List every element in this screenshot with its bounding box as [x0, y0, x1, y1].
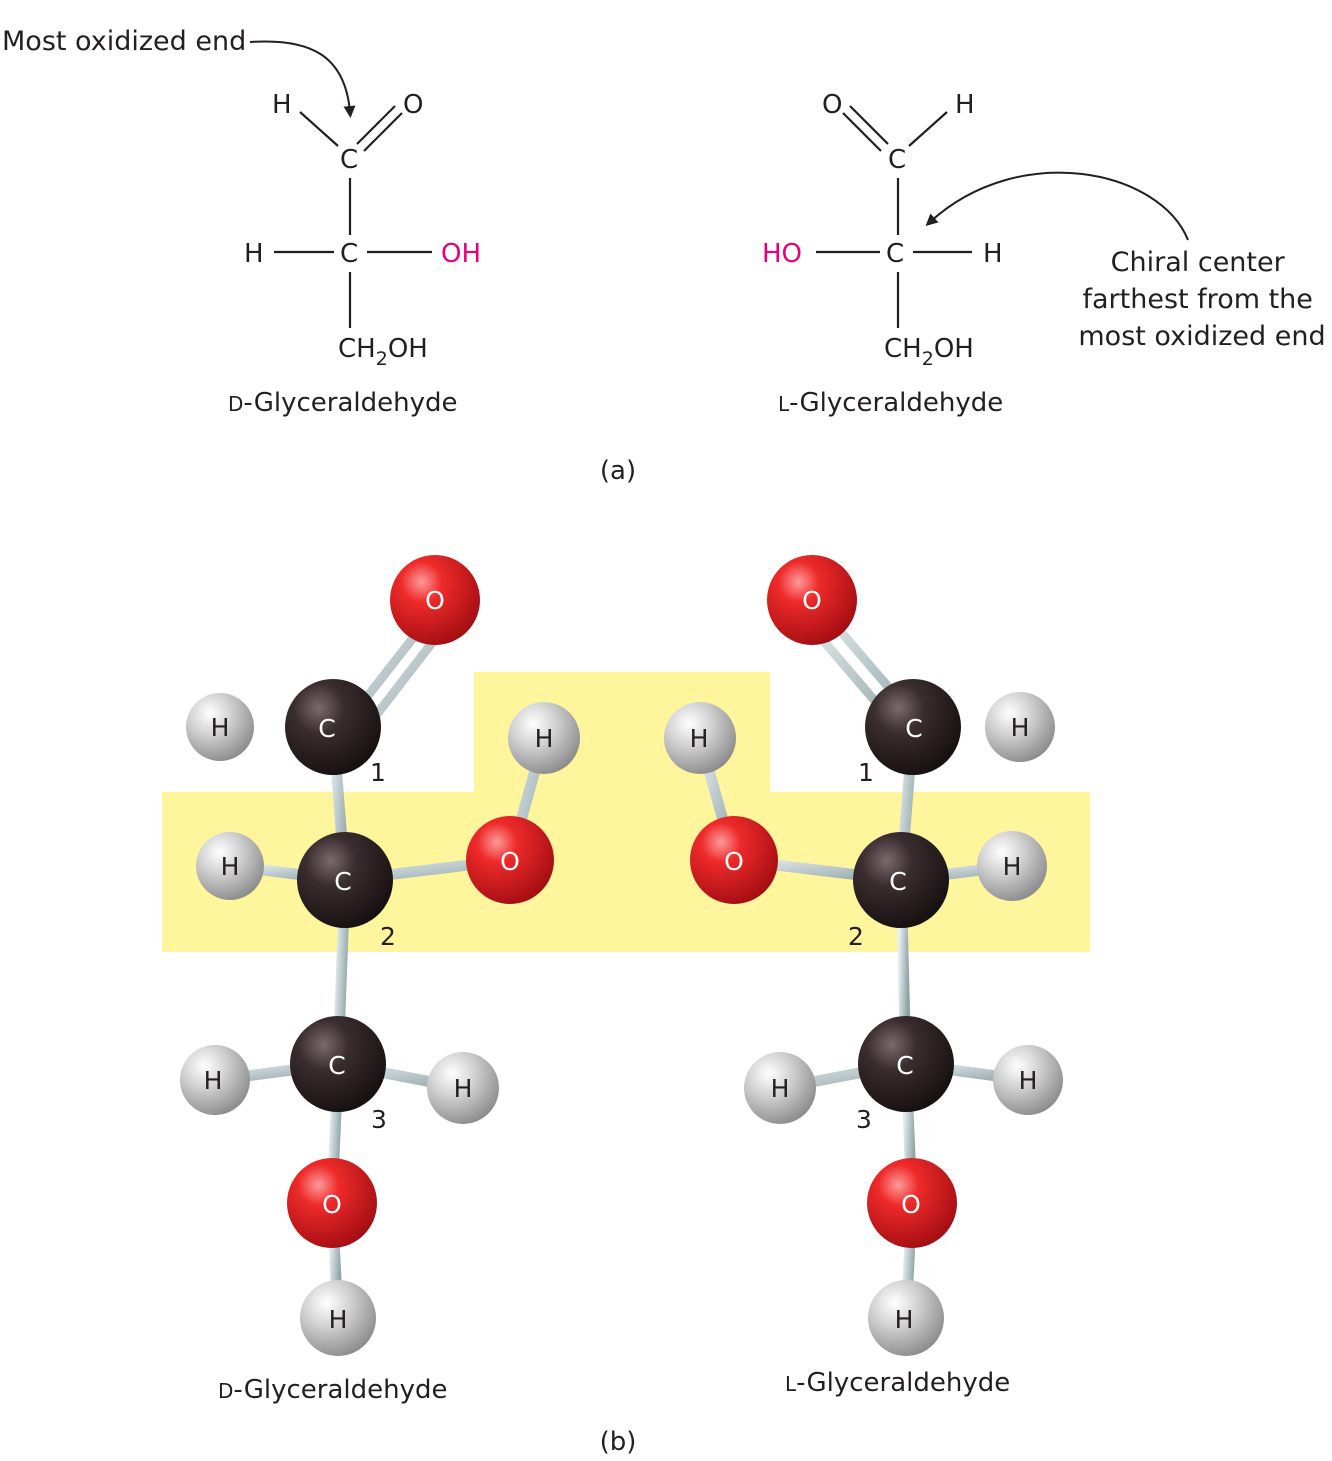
l-ball-c1 [865, 679, 961, 775]
d-caption-a: D-Glyceraldehyde [228, 388, 458, 418]
d-ball-o1-label: O [425, 586, 445, 615]
d-atom-ch2oh: CH2OH [338, 334, 428, 370]
l-ball-o2-label: O [724, 847, 744, 876]
d-ball-c2 [297, 832, 393, 928]
l-ball-o1 [767, 555, 857, 645]
l-ball-h3a-label: H [771, 1074, 790, 1103]
part-b-label: (b) [600, 1427, 637, 1457]
l-bond-h-c1 [908, 111, 948, 147]
l-ball-c3 [858, 1016, 954, 1112]
l-caption-b: L-Glyceraldehyde [785, 1368, 1010, 1398]
d-atom-oh: OH [441, 239, 481, 269]
l-ball-c2-label: C [889, 867, 906, 896]
d-ball-h3b-label: H [454, 1074, 473, 1103]
l-ball-h1 [985, 692, 1055, 762]
d-atom-c1: C [340, 145, 358, 175]
d-ball-h3a-label: H [204, 1066, 223, 1095]
d-ball-h2-label: H [221, 852, 240, 881]
d-ball-h-oh [508, 702, 580, 774]
l-ball-o1-label: O [802, 586, 822, 615]
d-number-3: 3 [371, 1105, 387, 1134]
d-ball-h1 [186, 693, 254, 761]
l-ball-o2 [690, 816, 778, 904]
l-ball-h-o3-label: H [895, 1305, 914, 1334]
d-ball-o2 [466, 816, 554, 904]
l-atom-o-top: O [822, 90, 842, 120]
l-ball-c3-label: C [896, 1051, 913, 1080]
part-a: Most oxidized end H O C H C OH CH2OH D-G… [2, 26, 1326, 486]
part-a-label: (a) [600, 456, 636, 486]
d-ball-c3-label: C [328, 1051, 345, 1080]
l-atom-ch2oh: CH2OH [884, 334, 974, 370]
l-caption-a: L-Glyceraldehyde [778, 388, 1003, 418]
d-ball-h3a [180, 1045, 250, 1115]
d-bond-c1-o-a [356, 105, 396, 145]
d-ball-o3-label: O [322, 1190, 342, 1219]
d-ball-h-o3-label: H [329, 1305, 348, 1334]
d-ball-h-o3 [300, 1280, 376, 1356]
l-ball-c1-label: C [905, 714, 922, 743]
l-number-2: 2 [848, 922, 864, 951]
l-atom-c1: C [888, 145, 906, 175]
d-number-1: 1 [370, 758, 386, 787]
d-ball-o2-label: O [500, 847, 520, 876]
l-ball-c2 [853, 832, 949, 928]
d-glyceraldehyde-fischer: H O C H C OH CH2OH D-Glyceraldehyde [228, 90, 481, 418]
l-model-atoms: O C 1 H H O C 2 H H C 3 H O [664, 555, 1063, 1356]
d-ball-c1 [285, 679, 381, 775]
l-ball-o3 [867, 1158, 957, 1248]
d-atom-c2: C [340, 239, 358, 269]
l-ball-h-o3 [868, 1280, 944, 1356]
d-ball-h2 [196, 832, 264, 900]
d-atom-h-top: H [272, 90, 292, 120]
d-ball-o1 [390, 555, 480, 645]
l-number-3: 3 [856, 1105, 872, 1134]
l-bond-o-c1-b [849, 105, 889, 145]
l-ball-h3b [993, 1045, 1063, 1115]
annotation-arrow-left [249, 40, 356, 118]
d-caption-b: D-Glyceraldehyde [218, 1375, 448, 1405]
l-glyceraldehyde-fischer: O H C HO C H CH2OH L-Glyceraldehyde [762, 90, 1003, 418]
d-ball-c2-label: C [334, 867, 351, 896]
l-atom-h-top: H [955, 90, 975, 120]
d-ball-o3 [287, 1158, 377, 1248]
l-atom-c2: C [886, 239, 904, 269]
d-number-2: 2 [380, 922, 396, 951]
d-bond-h-c1 [299, 111, 339, 147]
l-ball-h2 [977, 831, 1047, 901]
d-atom-h-left: H [244, 239, 264, 269]
l-ball-h-oh-label: H [690, 724, 709, 753]
d-bond-c1-o-b [363, 112, 403, 152]
l-ball-h3a [744, 1052, 816, 1124]
l-atom-ho: HO [762, 239, 802, 269]
annotation-arrow-right [925, 171, 1189, 241]
l-bond-o-c1-a [842, 112, 882, 152]
l-ball-h3b-label: H [1019, 1066, 1038, 1095]
l-ball-o3-label: O [901, 1190, 921, 1219]
d-atom-o-top: O [403, 90, 423, 120]
d-ball-c3 [290, 1016, 386, 1112]
d-ball-h-oh-label: H [535, 724, 554, 753]
l-ball-h1-label: H [1011, 713, 1030, 742]
d-ball-h3b [427, 1052, 499, 1124]
l-ball-h2-label: H [1003, 852, 1022, 881]
part-b: O H C 1 H H C 2 O H C 3 H O [162, 555, 1090, 1457]
d-ball-h1-label: H [211, 713, 230, 742]
l-ball-h-oh [664, 702, 736, 774]
l-number-1: 1 [858, 758, 874, 787]
l-atom-h-right: H [983, 239, 1003, 269]
d-model-atoms: O H C 1 H H C 2 O H C 3 H O [180, 555, 580, 1356]
annotation-most-oxidized-end: Most oxidized end [2, 26, 246, 57]
annotation-chiral-center: Chiral center farthest from the most oxi… [1078, 247, 1325, 352]
d-ball-c1-label: C [318, 714, 335, 743]
